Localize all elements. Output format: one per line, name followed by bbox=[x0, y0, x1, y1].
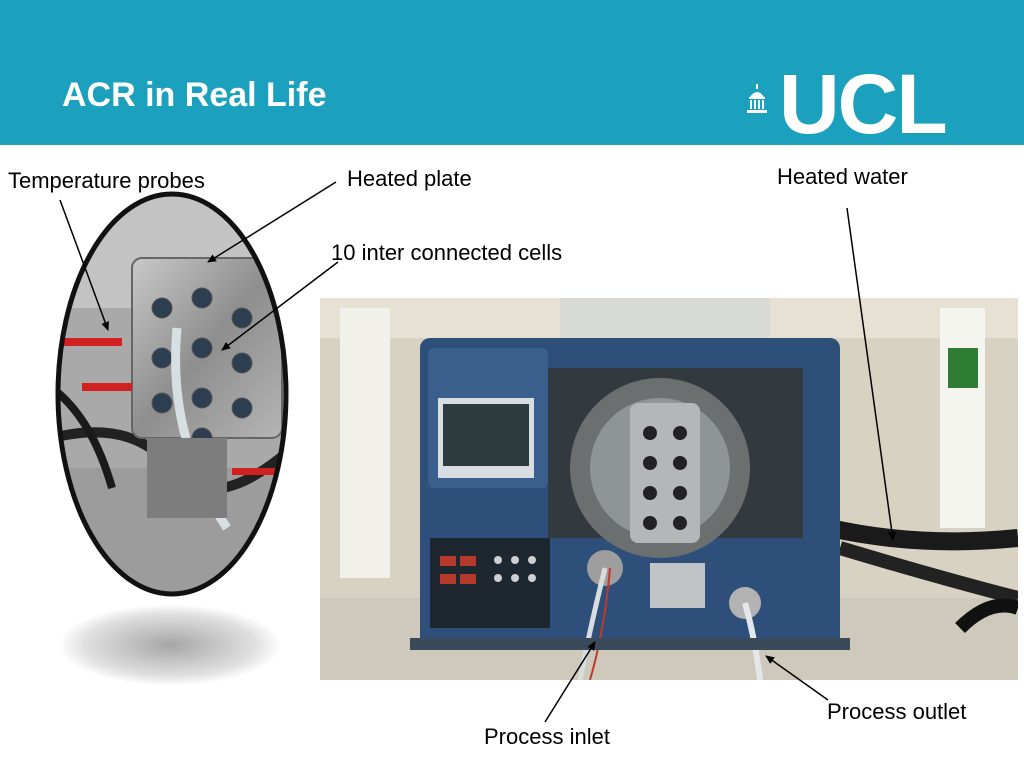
portico-icon bbox=[747, 84, 767, 113]
acr-unit-photo bbox=[320, 298, 1018, 680]
ucl-logo: UCL bbox=[745, 62, 975, 146]
slide-header-band bbox=[0, 0, 1024, 145]
label-heated-plate: Heated plate bbox=[347, 166, 472, 191]
slide-title: ACR in Real Life bbox=[62, 76, 327, 114]
ucl-logo-text: UCL bbox=[779, 57, 948, 151]
label-process-inlet: Process inlet bbox=[484, 724, 610, 749]
label-temperature-probes: Temperature probes bbox=[8, 168, 205, 193]
label-cells: 10 inter connected cells bbox=[331, 240, 563, 265]
reactor-closeup-photo bbox=[55, 191, 289, 597]
oval-drop-shadow bbox=[60, 605, 280, 685]
label-heated-water: Heated water bbox=[777, 164, 908, 189]
label-process-outlet: Process outlet bbox=[827, 699, 967, 724]
